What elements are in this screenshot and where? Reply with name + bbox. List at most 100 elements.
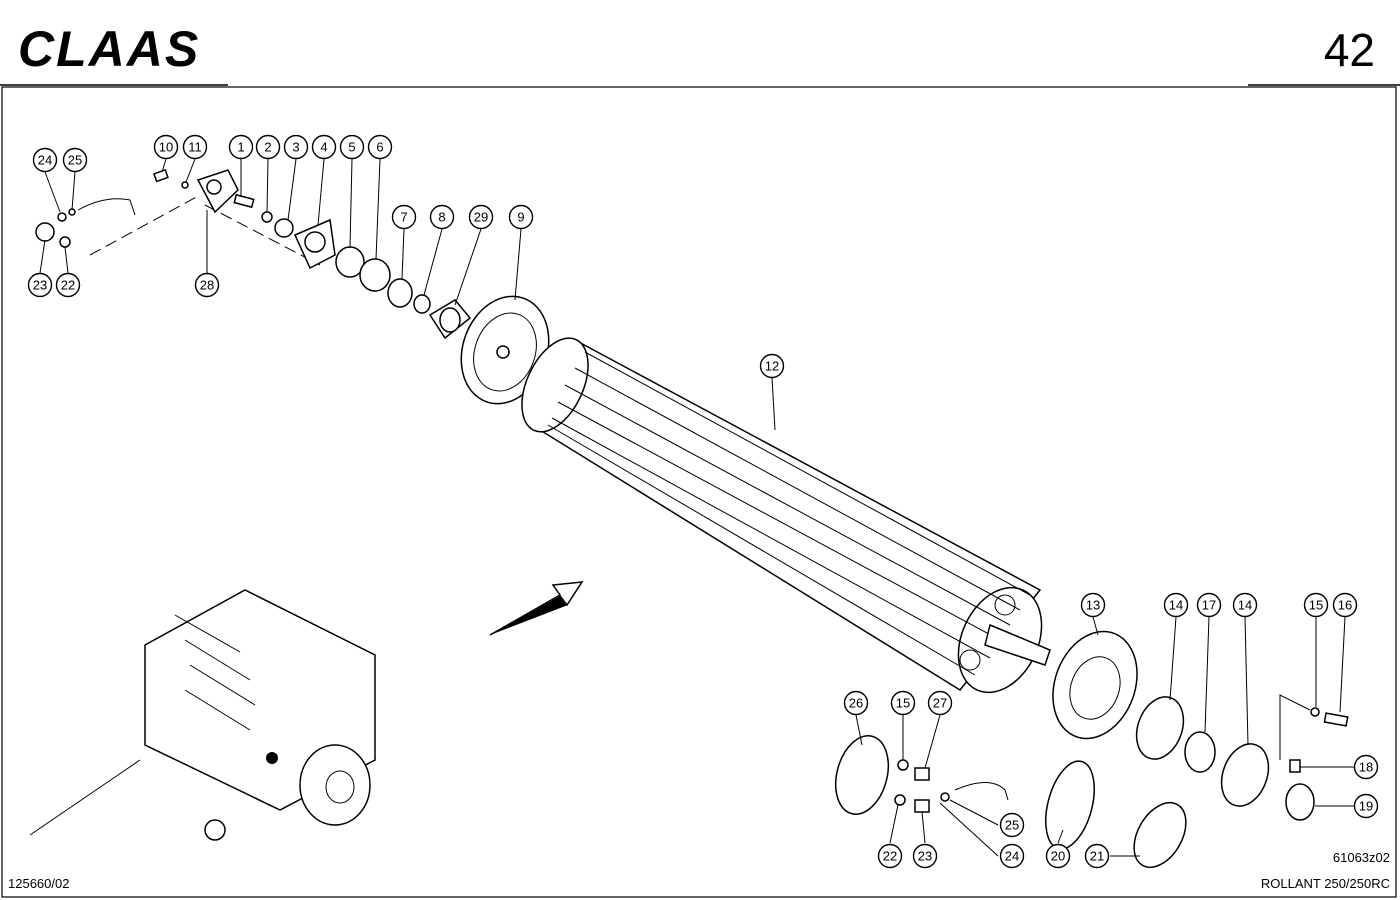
bearing-stack-left — [233, 193, 472, 340]
part-23-nut — [35, 222, 55, 242]
direction-arrow — [489, 581, 584, 636]
part-8-ring — [413, 294, 431, 314]
part-19-collar — [1285, 783, 1315, 821]
callout-6: 6 — [367, 134, 393, 160]
part-4-hole — [304, 231, 326, 253]
callout-12: 12 — [759, 353, 785, 379]
leader-22 — [64, 246, 69, 274]
svg-text:7: 7 — [400, 210, 407, 225]
svg-text:23: 23 — [33, 278, 47, 293]
roller-hole-1 — [994, 594, 1016, 616]
leader-12 — [771, 377, 776, 431]
part-29-hub — [439, 307, 461, 333]
callout-7: 7 — [391, 204, 417, 230]
leader-29 — [454, 228, 482, 306]
roller-flute-1 — [584, 351, 1031, 596]
leader-13 — [1092, 616, 1099, 636]
svg-text:26: 26 — [849, 696, 863, 711]
svg-text:14: 14 — [1238, 598, 1252, 613]
grease-hose-right — [954, 782, 1009, 801]
part-13-outer — [1052, 630, 1138, 740]
callout-16: 16 — [1332, 592, 1358, 618]
callout-23b: 23 — [912, 843, 938, 869]
leader-23 — [39, 239, 46, 274]
end-disc-13 — [1052, 630, 1138, 740]
part-17-bearing — [1184, 731, 1216, 773]
callout-14a: 14 — [1163, 592, 1189, 618]
leader-23b — [921, 811, 926, 844]
svg-text:25: 25 — [1005, 818, 1019, 833]
svg-text:15: 15 — [896, 696, 910, 711]
part-14-plate-a — [1135, 696, 1185, 760]
part-11 — [181, 181, 189, 189]
svg-text:28: 28 — [200, 278, 214, 293]
callout-group: 24 25 23 22 10 11 28 1 2 3 4 5 6 7 8 29 … — [27, 134, 1379, 869]
leader-24b — [939, 802, 999, 857]
callout-29: 29 — [468, 204, 494, 230]
doc-code: 125660/02 — [8, 876, 69, 891]
part-16-bolt — [1323, 712, 1349, 727]
svg-text:10: 10 — [159, 140, 173, 155]
part-20-plate — [1045, 760, 1095, 850]
part-21-plate — [1133, 802, 1187, 868]
svg-text:15: 15 — [1309, 598, 1323, 613]
callout-25b: 25 — [999, 812, 1025, 838]
svg-text:16: 16 — [1338, 598, 1352, 613]
page-frame — [1, 86, 1397, 898]
svg-text:8: 8 — [438, 210, 445, 225]
leader-6 — [375, 158, 381, 260]
part-13-inner — [1069, 656, 1121, 720]
svg-text:20: 20 — [1051, 849, 1065, 864]
baler-support-wheel — [204, 819, 226, 841]
leader-11 — [185, 158, 196, 183]
page-number: 42 — [1324, 24, 1375, 76]
roller-12 — [521, 337, 1051, 694]
leader-4 — [317, 158, 325, 226]
part-6-ring — [359, 258, 391, 292]
callout-15b: 15 — [890, 690, 916, 716]
svg-text:22: 22 — [883, 849, 897, 864]
baler-rollers — [174, 614, 256, 731]
callout-21: 21 — [1084, 843, 1110, 869]
svg-text:22: 22 — [61, 278, 75, 293]
svg-text:27: 27 — [933, 696, 947, 711]
svg-text:14: 14 — [1169, 598, 1183, 613]
leader-20 — [1057, 829, 1064, 844]
callout-14b: 14 — [1232, 592, 1258, 618]
brand-logo: CLAAS — [18, 21, 198, 77]
leader-8 — [423, 228, 443, 296]
part-1-bolt — [233, 193, 255, 209]
part-10-bolt — [152, 168, 169, 183]
part-27-bolt — [914, 767, 930, 781]
svg-text:29: 29 — [474, 210, 488, 225]
leader-16 — [1339, 616, 1346, 713]
baler-highlighted-roller — [266, 752, 278, 764]
svg-text:18: 18 — [1359, 760, 1373, 775]
part-14-plate-b — [1220, 743, 1270, 807]
baler-drawbar — [29, 759, 141, 836]
part-7-bearing — [387, 278, 413, 308]
roller-shaft — [984, 623, 1051, 666]
svg-text:4: 4 — [320, 140, 327, 155]
part-9-hub — [496, 345, 510, 359]
leader-14a — [1169, 616, 1177, 701]
leader-5 — [349, 158, 353, 248]
svg-text:11: 11 — [188, 140, 202, 155]
svg-text:19: 19 — [1359, 799, 1373, 814]
callout-18: 18 — [1353, 754, 1379, 780]
svg-text:12: 12 — [765, 359, 779, 374]
callout-28: 28 — [194, 272, 220, 298]
drawing-code: 61063z02 — [1333, 850, 1390, 865]
axis-right-upper — [1279, 694, 1311, 760]
svg-text:24: 24 — [38, 153, 52, 168]
callout-23: 23 — [27, 272, 53, 298]
grease-hose — [77, 198, 136, 216]
svg-text:13: 13 — [1086, 598, 1100, 613]
roller-flute-2 — [574, 367, 1021, 611]
roller-flute-4 — [557, 401, 1001, 641]
baler-overview-sketch — [29, 589, 376, 841]
svg-text:3: 3 — [292, 140, 299, 155]
leader-9 — [514, 228, 522, 301]
callout-8: 8 — [429, 204, 455, 230]
axis-line-left — [89, 194, 201, 256]
